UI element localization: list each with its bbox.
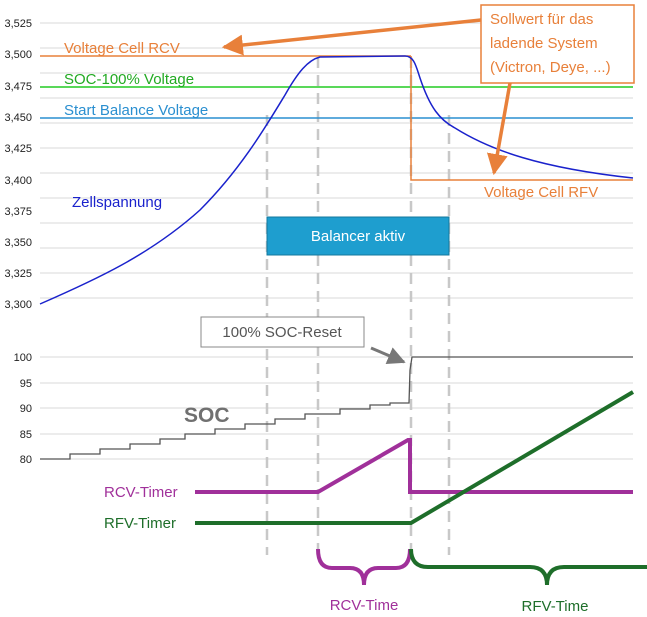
soc-label: SOC: [184, 404, 230, 427]
rcv-timer-label: RCV-Timer: [104, 484, 178, 501]
soc-y-tick: 100: [14, 352, 32, 364]
y-tick: 3,475: [4, 81, 32, 93]
y-tick: 3,375: [4, 206, 32, 218]
y-tick: 3,300: [4, 299, 32, 311]
soc-y-tick: 85: [20, 429, 32, 441]
balancer-active-box: [266, 216, 450, 256]
y-tick: 3,450: [4, 112, 32, 124]
callout-arrow-rfv: [486, 82, 512, 176]
rcv-timer-line: [195, 438, 633, 494]
rcv-time-label: RCV-Time: [330, 597, 399, 614]
rfv-time-label: RFV-Time: [522, 598, 589, 615]
callout-line-3: (Victron, Deye, ...): [490, 59, 611, 76]
rfv-label: Voltage Cell RFV: [484, 184, 598, 201]
y-tick: 3,500: [4, 49, 32, 61]
soc-reset-arrow: [370, 346, 406, 364]
y-tick: 3,350: [4, 237, 32, 249]
rcv-label: Voltage Cell RCV: [64, 40, 180, 57]
start-balance-label: Start Balance Voltage: [64, 102, 208, 119]
y-tick: 3,425: [4, 143, 32, 155]
callout-line-1: Sollwert für das: [490, 11, 593, 28]
soc-y-tick: 80: [20, 454, 32, 466]
soc-reset-label: 100% SOC-Reset: [222, 324, 342, 341]
rcv-time-brace: [316, 548, 412, 586]
rfv-timer-label: RFV-Timer: [104, 515, 176, 532]
soc-reset-callout: [200, 316, 365, 348]
soc100-label: SOC-100% Voltage: [64, 71, 194, 88]
soc-y-ticks: 100 95 90 85 80: [14, 352, 32, 466]
y-tick: 3,525: [4, 18, 32, 30]
callout-arrow-rcv: [221, 18, 482, 56]
soc-y-tick: 90: [20, 403, 32, 415]
balancer-active-label: Balancer aktiv: [311, 228, 406, 245]
rfv-time-brace: [409, 548, 647, 586]
y-tick: 3,325: [4, 268, 32, 280]
callout-line-2: ladende System: [490, 35, 598, 52]
soc-line: [40, 356, 633, 460]
cell-voltage-label: Zellspannung: [72, 194, 162, 211]
y-tick: 3,400: [4, 175, 32, 187]
rfv-timer-line: [195, 390, 635, 525]
setpoint-callout: [480, 4, 635, 84]
rfv-level-line: [410, 56, 633, 181]
cell-voltage-curve: [39, 55, 634, 305]
voltage-y-ticks: 3,525 3,500 3,475 3,450 3,425 3,400 3,37…: [4, 18, 32, 311]
soc-y-tick: 95: [20, 378, 32, 390]
phase-guides: [265, 57, 451, 555]
